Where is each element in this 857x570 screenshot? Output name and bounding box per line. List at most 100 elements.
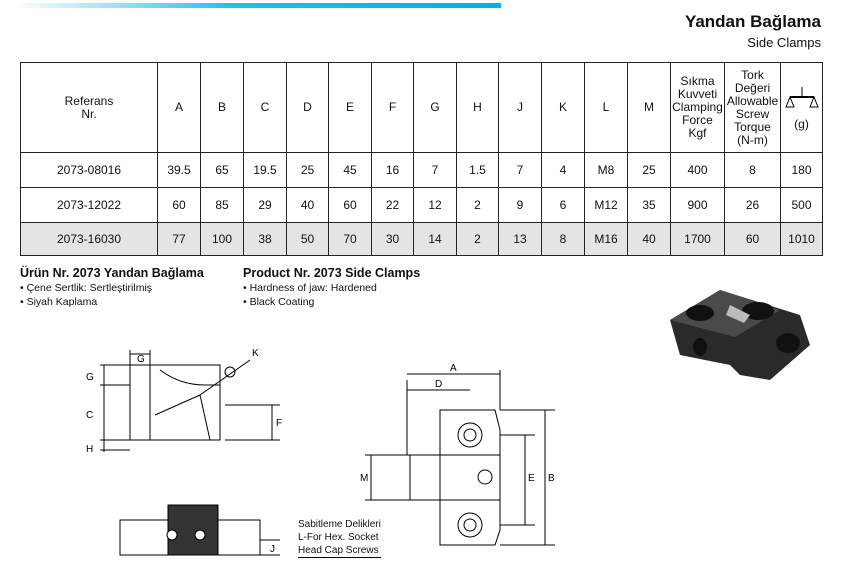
table-cell: 14 — [413, 222, 457, 256]
table-cell: M16 — [584, 222, 628, 256]
table-cell: 60 — [157, 187, 201, 223]
table-cell: 8 — [541, 222, 585, 256]
scale-icon — [784, 86, 819, 107]
column-header: Referans Nr. — [20, 62, 158, 153]
table-cell: 19.5 — [243, 152, 287, 188]
dim-label-h: H — [86, 444, 93, 455]
dim-label-b: B — [548, 473, 555, 484]
table-cell: 8 — [724, 152, 781, 188]
column-header: L — [584, 62, 628, 153]
table-cell: 40 — [627, 222, 671, 256]
table-cell: 16 — [371, 152, 414, 188]
table-cell: 60 — [328, 187, 372, 223]
table-cell: 13 — [498, 222, 542, 256]
column-header: A — [157, 62, 201, 153]
desc-en-item: • Hardness of jaw: Hardened — [243, 282, 377, 294]
table-cell: 400 — [670, 152, 725, 188]
column-header: D — [286, 62, 329, 153]
table-cell: 50 — [286, 222, 329, 256]
table-cell: 180 — [780, 152, 823, 188]
weight-unit: (g) — [794, 116, 809, 131]
callout-line: Sabitleme Delikleri — [298, 519, 381, 530]
dim-label-g: G — [86, 372, 94, 383]
column-header: Sıkma Kuvveti Clamping Force Kgf — [670, 62, 725, 153]
column-header: Tork Değeri Allowable Screw Torque (N-m) — [724, 62, 781, 153]
table-cell: 2073-08016 — [20, 152, 158, 188]
table-cell: 7 — [498, 152, 542, 188]
description-english: Product Nr. 2073 Side Clamps • Hardness … — [243, 266, 420, 309]
table-cell: 4 — [541, 152, 585, 188]
product-photo — [670, 290, 810, 380]
dim-label-f: F — [276, 418, 282, 429]
column-header-weight: (g) — [780, 62, 823, 153]
table-cell: 65 — [200, 152, 244, 188]
column-header: H — [456, 62, 499, 153]
dim-label-k: K — [252, 348, 259, 359]
column-header: K — [541, 62, 585, 153]
table-cell: 2073-16030 — [20, 222, 158, 256]
table-cell: 900 — [670, 187, 725, 223]
dim-label-c: C — [86, 410, 93, 421]
callout-line: Head Cap Screws — [298, 544, 381, 558]
table-cell: 22 — [371, 187, 414, 223]
dim-label-a: A — [450, 363, 457, 374]
page-title: Yandan Bağlama — [684, 12, 821, 31]
column-header: C — [243, 62, 287, 153]
table-cell: 12 — [413, 187, 457, 223]
table-cell: 500 — [780, 187, 823, 223]
table-cell: 38 — [243, 222, 287, 256]
column-header: G — [413, 62, 457, 153]
column-header: B — [200, 62, 244, 153]
table-cell: 35 — [627, 187, 671, 223]
callout-line: L-For Hex. Socket — [298, 532, 379, 543]
table-cell: 7 — [413, 152, 457, 188]
table-cell: 1.5 — [456, 152, 499, 188]
table-cell: 2073-12022 — [20, 187, 158, 223]
table-cell: 1700 — [670, 222, 725, 256]
table-cell: 6 — [541, 187, 585, 223]
header-accent-bar — [14, 3, 501, 8]
table-cell: 70 — [328, 222, 372, 256]
dim-label-j: J — [270, 544, 275, 555]
table-cell: 2 — [456, 222, 499, 256]
top-view-drawing: A D M E B — [360, 363, 555, 546]
dim-label-e: E — [528, 473, 535, 484]
desc-en-item: • Black Coating — [243, 296, 315, 308]
mounting-holes-callout: Sabitleme Delikleri L-For Hex. Socket He… — [298, 518, 381, 558]
table-cell: 30 — [371, 222, 414, 256]
desc-en-title: Product Nr. 2073 Side Clamps — [243, 266, 421, 280]
table-cell: 1010 — [780, 222, 823, 256]
table-cell: 45 — [328, 152, 372, 188]
column-header: J — [498, 62, 542, 153]
table-cell: M12 — [584, 187, 628, 223]
dim-label-d: D — [435, 379, 442, 390]
page-subtitle: Side Clamps — [747, 35, 821, 50]
table-cell: 77 — [157, 222, 201, 256]
description-turkish: Ürün Nr. 2073 Yandan Bağlama • Çene Sert… — [20, 266, 204, 309]
table-cell: 2 — [456, 187, 499, 223]
table-cell: 9 — [498, 187, 542, 223]
desc-tr-item: • Siyah Kaplama — [20, 296, 98, 308]
table-cell: 26 — [724, 187, 781, 223]
table-cell: 29 — [243, 187, 287, 223]
desc-tr-item: • Çene Sertlik: Sertleştirilmiş — [20, 282, 153, 294]
table-cell: 40 — [286, 187, 329, 223]
side-view-drawing: G C H G F K — [86, 348, 282, 455]
table-cell: 60 — [724, 222, 781, 256]
column-header: F — [371, 62, 414, 153]
table-cell: 25 — [627, 152, 671, 188]
dim-label-m: M — [360, 473, 368, 484]
dim-label-g-top: G — [137, 354, 145, 365]
table-cell: M8 — [584, 152, 628, 188]
table-cell: 39.5 — [157, 152, 201, 188]
desc-tr-title: Ürün Nr. 2073 Yandan Bağlama — [20, 266, 204, 280]
front-view-drawing: J — [119, 504, 280, 556]
column-header: M — [627, 62, 671, 153]
column-header: E — [328, 62, 372, 153]
table-cell: 100 — [200, 222, 244, 256]
table-cell: 85 — [200, 187, 244, 223]
